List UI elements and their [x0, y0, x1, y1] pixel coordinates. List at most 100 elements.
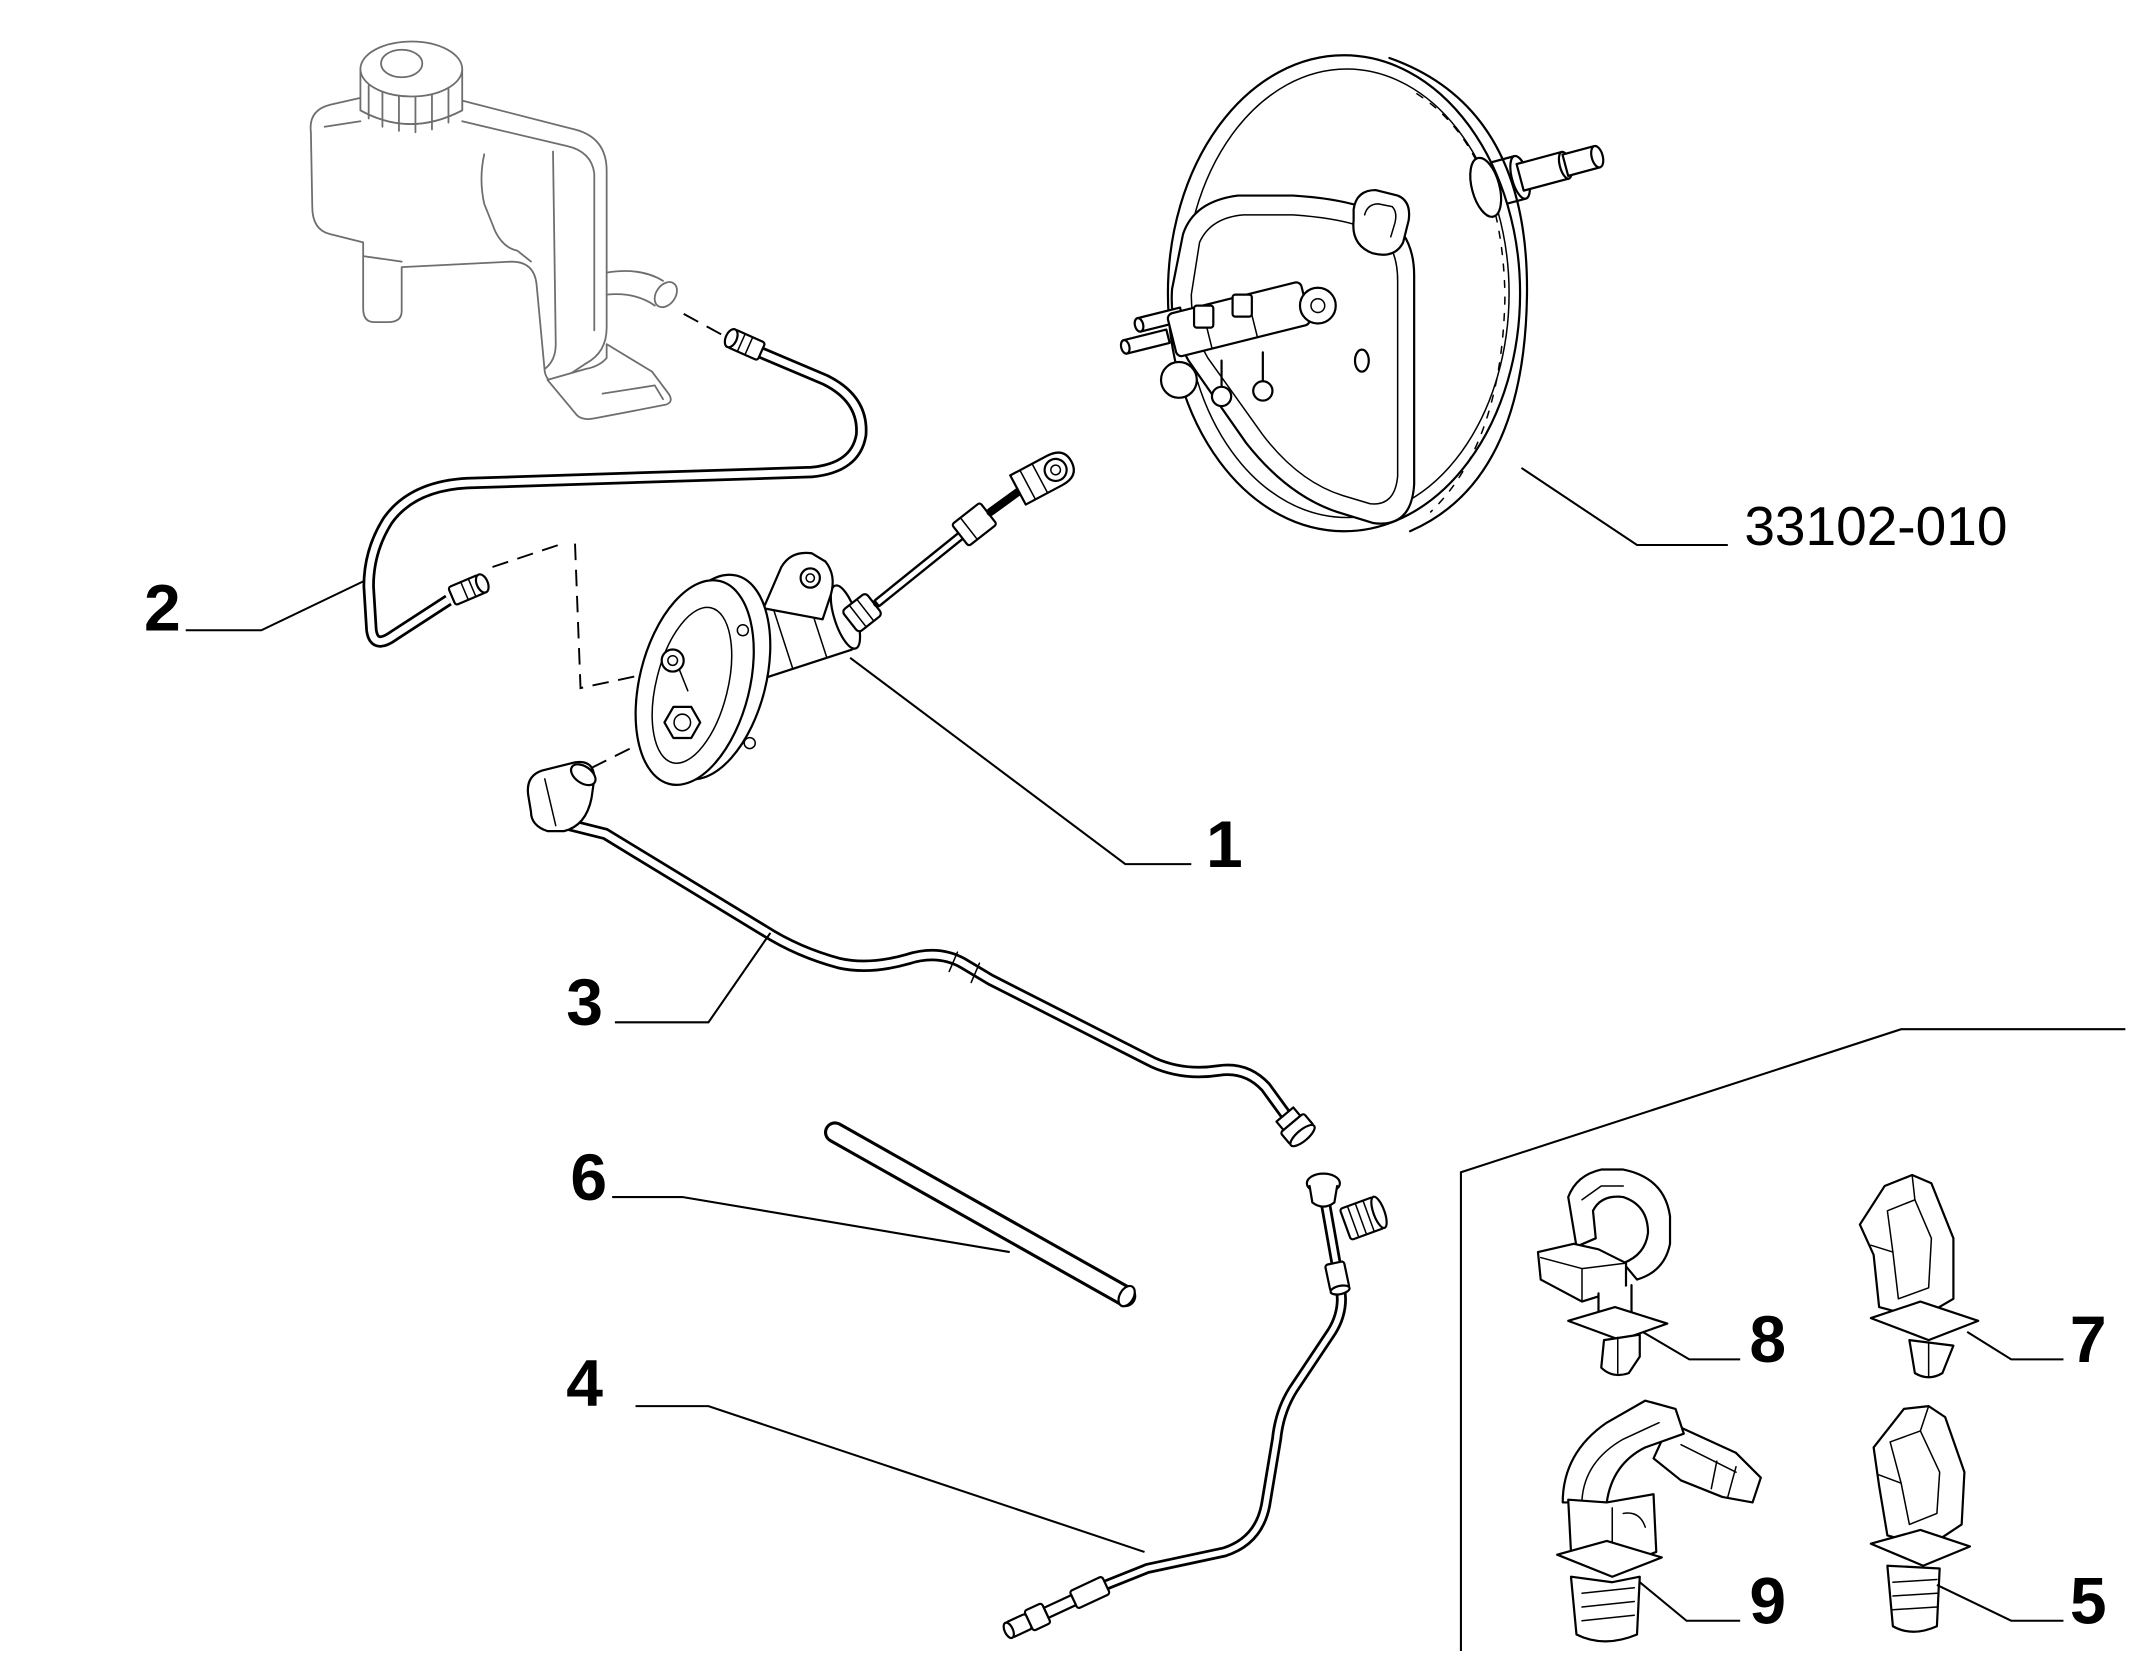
clip-7 [1858, 1173, 1980, 1379]
clip-7-base [1869, 1300, 1980, 1342]
fitting-end [723, 328, 739, 349]
callout-7: 7 [2070, 1302, 2107, 1376]
cylinder-mount-bracket [762, 551, 834, 621]
booster-window-inner [1363, 203, 1397, 238]
tmc-reservoir-stub-1 [1192, 304, 1215, 329]
clip-7-edge [1870, 1174, 1916, 1253]
sleeve-end [1329, 1284, 1351, 1296]
reservoir-foot-slot [601, 384, 664, 401]
elbow-opening [569, 763, 597, 787]
push-rod-end [986, 485, 1025, 517]
outlet-port-bore [673, 713, 692, 732]
tmc-pressure-switch [1159, 360, 1198, 399]
booster-rear-rim [1388, 56, 1529, 533]
pipe-3 [526, 760, 1316, 1148]
clip-9-arc-inner [1581, 1421, 1660, 1501]
callout-1: 1 [1206, 807, 1243, 881]
booster-boot [1469, 156, 1503, 218]
tmc-port-lower [1119, 328, 1171, 355]
flange-recess [651, 606, 733, 764]
callout-9: 9 [1749, 1563, 1786, 1637]
union-nut-ribs [1346, 1199, 1376, 1239]
tmc-reservoir-stub-2 [1231, 293, 1253, 318]
inlet-port [660, 648, 685, 673]
clutch-master-cylinder [634, 451, 1075, 786]
connector-ring [959, 516, 979, 541]
callout-3: 3 [566, 965, 603, 1039]
cap-top [359, 40, 464, 98]
flange-front [634, 579, 755, 786]
tmc-outlet-stems [1220, 351, 1264, 390]
clip-7-pin [1908, 1339, 1955, 1379]
clip-9-base [1556, 1539, 1663, 1578]
clip-5-pin [1886, 1564, 1941, 1633]
booster-front-plate-edge [1190, 214, 1399, 505]
pipe-4-lower-fitting [1002, 1576, 1111, 1640]
clip-5-pin-ribs [1892, 1578, 1938, 1611]
bracket-hole [799, 567, 821, 589]
push-rod-clevis [1009, 451, 1075, 506]
clip-8-cradle [1567, 1168, 1672, 1281]
pipe-4-top-collar [1308, 1184, 1339, 1208]
booster-window [1352, 188, 1411, 256]
clevis-fork [1019, 463, 1049, 501]
outlet-hex-nut [663, 705, 702, 740]
clip-8 [1536, 1168, 1672, 1377]
assembly-code-label: 33102-010 [1744, 495, 2007, 557]
pipe-4-outline [1103, 1190, 1347, 1591]
port-end [1133, 317, 1145, 333]
hose-2-lower-fitting [447, 573, 490, 606]
tmc-outlet-1 [1210, 385, 1233, 408]
clip-8-pin [1600, 1333, 1641, 1377]
sleeve-6 [824, 1121, 1137, 1308]
clip-8-base [1567, 1305, 1669, 1342]
reservoir-mount-foot [546, 343, 672, 421]
inlet-port-stem [678, 669, 689, 692]
hose-2-upper-fitting [723, 328, 766, 361]
leader-line-1 [849, 656, 1192, 866]
leader-line-6 [612, 1196, 1010, 1254]
clip-8-bracket-edge [1539, 1256, 1627, 1303]
leader-line-assembly [1520, 467, 1728, 547]
push-rod-boot [842, 593, 882, 633]
fitting-ring [736, 333, 754, 356]
callout-8: 8 [1749, 1302, 1786, 1376]
cap-center [380, 48, 424, 79]
port-end [1119, 339, 1131, 355]
dashed-line-reservoir-hose [683, 313, 730, 340]
leader-line-2 [185, 579, 365, 632]
inset-frame [1459, 1028, 2126, 1652]
pipe-3-elbow-fitting [526, 760, 597, 833]
leader-lines [185, 467, 2064, 1622]
boot-ribs [848, 598, 875, 628]
brake-booster [1119, 54, 1605, 533]
callout-4: 4 [566, 1346, 603, 1420]
callout-labels: 33102-010 1 2 3 4 5 6 7 8 9 [144, 495, 2107, 1638]
clip-8-cradle-inner [1581, 1185, 1625, 1201]
callout-6: 6 [570, 1140, 607, 1214]
clip-9-right-bracket [1652, 1421, 1762, 1504]
clip-9-bracket-notches [1680, 1443, 1737, 1498]
clip-5-body [1872, 1405, 1966, 1548]
booster-shell-seam [1416, 93, 1506, 513]
clevis-body [1009, 451, 1075, 506]
brake-fluid-reservoir [309, 40, 678, 421]
pipe-3-joint [948, 951, 981, 984]
clip-9-arc-arm [1561, 1399, 1685, 1504]
tandem-master-cylinder [1119, 281, 1337, 408]
hose-2-bore [365, 346, 865, 645]
tmc-flange-nut-bore [1310, 297, 1326, 314]
clip-7-body [1858, 1173, 1955, 1320]
reservoir-outlet-end [653, 281, 678, 309]
fitting-ring [460, 578, 477, 601]
leader-line-4 [635, 1405, 1145, 1553]
pipe-4-union-nut [1339, 1195, 1388, 1241]
clip-9-pin-ribs [1581, 1586, 1636, 1622]
clevis-eye-bore [1050, 464, 1062, 476]
leader-line-9 [1639, 1581, 1741, 1622]
reservoir-cap [359, 40, 464, 134]
bracket-hole-inner [805, 573, 816, 583]
leader-line-3 [614, 932, 772, 1024]
pipe-3-bore [560, 819, 1291, 1120]
leader-line-5 [1936, 1584, 2064, 1622]
